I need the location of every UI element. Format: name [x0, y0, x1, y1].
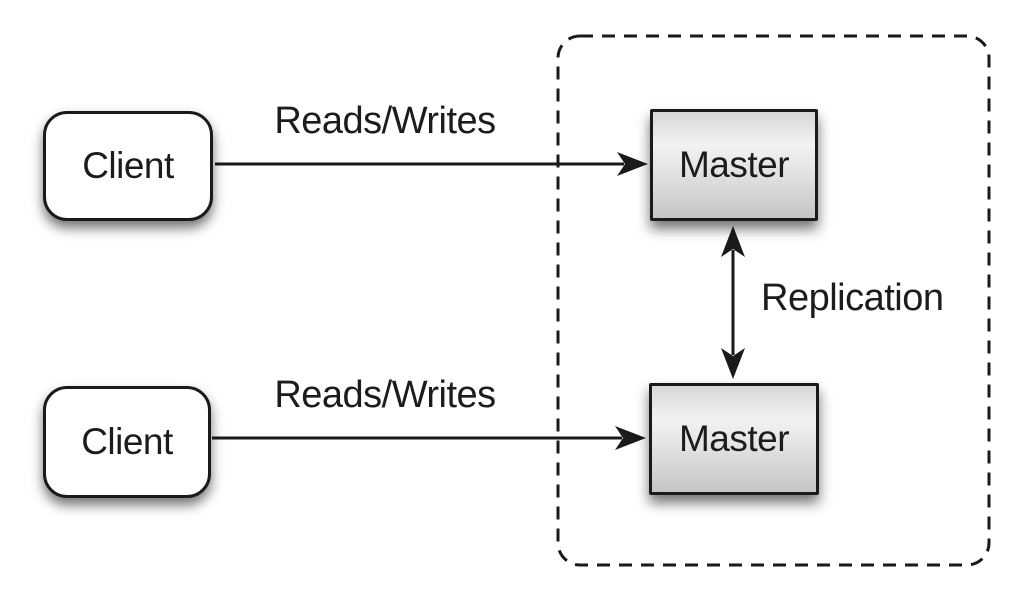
arrowhead-up-icon [721, 226, 745, 257]
master-node-bottom: Master [649, 383, 819, 495]
master-node-top: Master [650, 109, 818, 221]
replication-label: Replication [761, 277, 944, 319]
master-node-top-label: Master [678, 144, 790, 185]
reads-writes-label-top: Reads/Writes [274, 100, 496, 142]
client-node-bottom-label: Client [81, 421, 173, 462]
client-node-top: Client [43, 111, 213, 221]
master-node-bottom-label: Master [678, 418, 790, 459]
arrowhead-right-icon [615, 426, 646, 450]
reads-writes-arrow-bottom [212, 426, 646, 450]
client-node-top-label: Client [82, 145, 174, 186]
reads-writes-label-bottom: Reads/Writes [274, 374, 496, 416]
replication-arrow [721, 226, 745, 379]
arrowhead-right-icon [617, 152, 648, 176]
arrowhead-down-icon [721, 348, 745, 379]
client-node-bottom: Client [43, 386, 211, 498]
reads-writes-arrow-top [215, 152, 648, 176]
